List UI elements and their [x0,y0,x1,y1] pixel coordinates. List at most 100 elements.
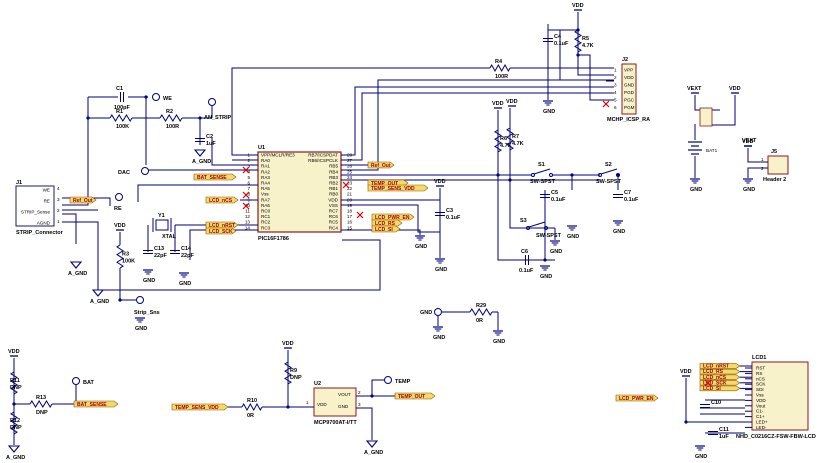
j1-pin-name: WE [43,188,50,193]
j2-pin-num: 2 [614,75,617,80]
tp-temp[interactable]: TEMP [384,376,411,386]
u2-num-1: 1 [306,400,309,405]
junction-dot [496,173,500,177]
power-agnd-1-symbol [70,261,82,269]
mcu-pin-name: RA6 [261,203,270,208]
resistor-r2-value: 100R [166,124,179,130]
power-vext-bat-label: VEXT [687,86,702,92]
tp-we[interactable]: WE [152,93,173,103]
mcu-pin-name: RA4 [261,181,270,186]
junction-dot [118,298,122,302]
power-agnd-2-label: A_GND [6,455,25,461]
resistor-r4-ref: R4 [495,59,503,65]
mcu-pin-name: RA5 [261,186,270,191]
j2-pin-num: 1 [614,68,617,73]
u2-temp-sensor: U2 MCP9700AT-I/TT VDD VOUT GND 1 2 3 [228,350,395,440]
tp-we-label: WE [163,96,172,102]
mcu-pin-name: RC6 [329,214,339,219]
power-agnd-2-symbol [8,445,20,453]
net-labels: Ref_OutRef_OutBAT_SENSEBAT_SENSELCD_nCSL… [69,161,659,411]
power-gnd-2-label: GND [550,249,562,255]
power-gnd-1-symbol [566,225,578,231]
junction-dot [508,178,512,182]
u2-part: MCP9700AT-I/TT [314,420,357,426]
mcu-pin-name: RC3 [261,225,271,230]
power-gnd-6-label: GND [435,267,447,273]
power-gnd-5-label: GND [415,244,427,250]
lcd-tag-label: LCD_RS [703,369,724,375]
net-lcd-sck: LCD_SCK [209,229,233,235]
j1-pin-name: STRIP_Sense [21,210,51,215]
resistor-r4-value: 100R [495,74,508,80]
tp-temp-label: TEMP [395,379,411,385]
net-temp-sens-vdd-shape [367,184,429,192]
power-gnd-4-symbol [612,220,624,226]
capacitor-c14-value: 22pF [181,253,194,259]
resistor-r2-ref: R2 [166,109,173,115]
switch-s1[interactable]: S1 SW-SPST [530,162,556,185]
mcu-pin-name: VSS [329,203,338,208]
power-gnd-12-label: GND [493,339,505,345]
tp-an-strip[interactable]: AN_STRIP [204,98,232,122]
tp-strip-sns[interactable]: Strip_Sns [120,296,160,317]
resistor-r5-ref: R5 [582,36,589,42]
lcd-pin-name: LED+ [756,420,768,425]
net-bat-sense-shape [193,173,237,181]
u2-pin-vout: VOUT [338,392,351,397]
test-points: WE AN_STRIP DAC RE Strip_Sns BAT TEMP GN… [72,93,499,405]
mcu-pin-name: RA2 [261,169,270,174]
lcd-pin-name: RST [756,366,765,371]
capacitors: C1100pFC21uFC30.1uFC40.1uFC50.1uFC60.1uF… [114,34,729,440]
power-gnd-0-label: GND [543,109,555,115]
power-gnd-14-symbol [694,445,706,451]
mcu-pin-name: RC2 [261,220,271,225]
switch-s3[interactable]: S3 SW-SPST [520,218,562,239]
resistor-r13-value: DNP [36,410,48,416]
net-lcd-pwr-en-shape [371,213,415,221]
tp-gnd[interactable]: GND [420,308,499,331]
j2-name: MCHP_ICSP_RA [607,117,650,123]
power-vdd-5-label: VDD [282,341,294,347]
mcu-pin-name: RC4 [329,225,339,230]
power-agnd-0-symbol [194,149,206,157]
j2-pin-name: GND [624,83,635,88]
s2-value: SW-SPST [596,179,622,185]
s2-ref: S2 [605,162,612,168]
net-temp-sens-vdd-shape [171,403,229,411]
capacitor-c3-ref: C3 [446,208,453,214]
capacitor-c7-value: 0.1uF [624,197,639,203]
net-bat-sense: BAT_SENSE [197,175,227,181]
tp-dac[interactable]: DAC [118,167,149,177]
capacitor-c5-ref: C5 [551,190,558,196]
mcu-pin-num: 13 [245,220,251,225]
capacitor-c11-ref: C11 [719,427,729,433]
resistor-r29-ref: R29 [476,303,486,309]
net-ref-out-shape [367,161,395,169]
power-vdd-1-label: VDD [492,101,504,107]
j5-pin1: 1 [761,157,764,162]
mcu-pin-num: 15 [347,225,353,230]
junction-dot [543,258,547,262]
capacitor-c5-value: 0.1uF [551,197,566,203]
lcd-tag-label: LCD_SI [703,386,721,392]
resistor-r9-value: DNP [290,375,302,381]
mcu-pin-name: RC7 [329,209,339,214]
j5-name: Header 2 [763,177,786,183]
resistor-r12-value: DNP [10,425,22,431]
resistor-r13 [29,400,53,408]
tp-re[interactable]: RE [114,193,123,213]
mcu-pin-name: RB5 [329,164,338,169]
resistor-r1-value: 100K [116,124,129,130]
j1-pin-num: 2 [57,208,60,213]
mcu-part: PIC16F1786 [258,236,289,242]
tp-bat[interactable]: BAT [72,377,95,405]
lcd-pin-name: nCS [756,376,765,381]
j2-pin-num: 6 [614,105,617,110]
mcu-pin-name: RA3 [261,175,270,180]
junction-dot [86,116,90,120]
resistor-r2 [159,114,183,122]
power-gnd-7-label: GND [179,281,191,287]
